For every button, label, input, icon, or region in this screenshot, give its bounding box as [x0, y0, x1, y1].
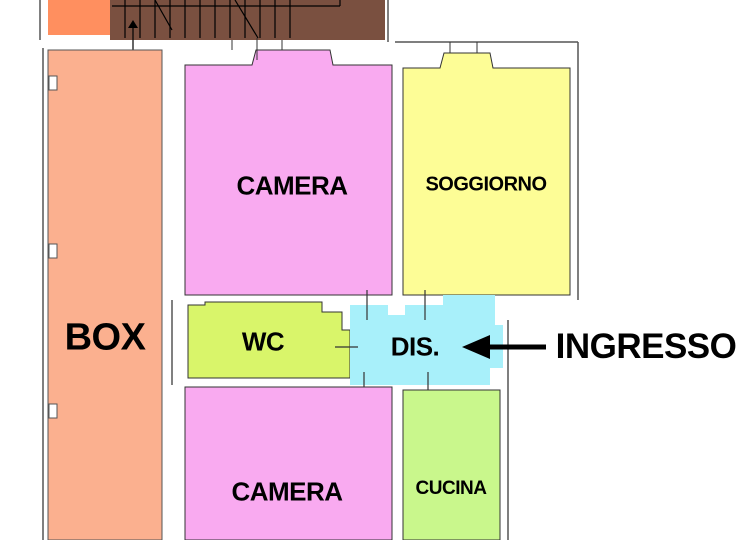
top-left-room	[48, 0, 110, 35]
staircase	[110, 0, 385, 60]
stair-arrow-icon	[128, 20, 138, 28]
disimpegno-label: DIS.	[390, 331, 440, 362]
box-room	[47, 49, 163, 540]
camera-bottom-room	[184, 386, 393, 540]
entrance-arrow-icon	[462, 335, 546, 359]
cucina-room	[402, 389, 501, 540]
walls	[39, 0, 579, 540]
camera-top-room	[184, 49, 393, 296]
soggiorno-label: SOGGIORNO	[425, 173, 547, 196]
wc-label: WC	[241, 326, 285, 357]
camera-bottom-label: CAMERA	[231, 476, 343, 507]
disimpegno-room	[350, 295, 503, 385]
camera-top-label: CAMERA	[236, 170, 348, 201]
entrance-label: INGRESSO	[555, 327, 737, 366]
cucina-label: CUCINA	[415, 478, 487, 499]
box-label: BOX	[64, 316, 146, 359]
wc-room	[187, 301, 351, 379]
